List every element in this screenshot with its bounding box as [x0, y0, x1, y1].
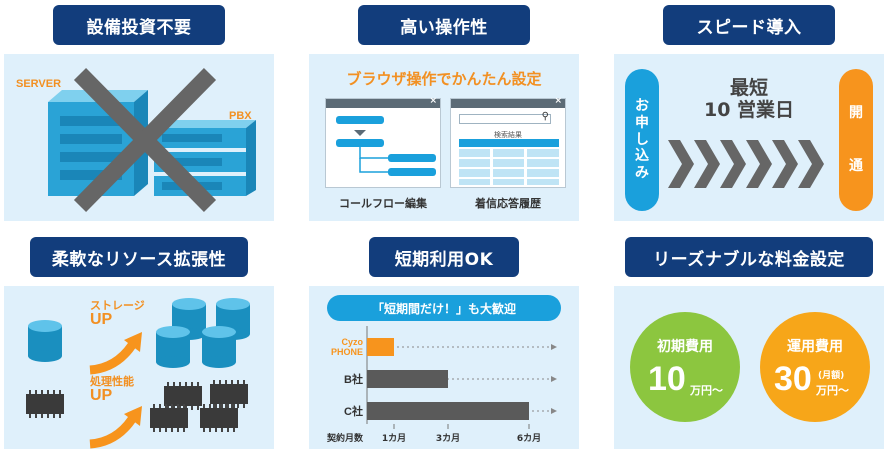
- callflow-diagram: [336, 116, 436, 176]
- storage-large-icon: [156, 298, 250, 368]
- cpu-label-text: 処理性能: [90, 375, 134, 388]
- cpu-up-text: UP: [90, 386, 113, 404]
- storage-label-text: ストレージ: [90, 299, 145, 312]
- running-cost-unit: 万円～: [816, 384, 849, 397]
- open-pill: 開 通: [839, 69, 873, 211]
- usability-banner: ブラウザ操作でかんたん設定: [346, 70, 542, 88]
- initial-cost-title: 初期費用: [657, 339, 713, 355]
- chart-banner: 「短期間だけ！」も大歓迎: [327, 295, 561, 321]
- callflow-window: ×: [325, 96, 441, 188]
- x-tick-label: 3カ月: [436, 433, 460, 444]
- chip-small-icon: [26, 390, 64, 418]
- running-cost-monthly: (月額): [818, 371, 845, 381]
- chevrons-icon: [668, 140, 824, 188]
- close-icon: ×: [554, 96, 562, 106]
- apply-char: 込: [635, 148, 649, 165]
- apply-char: お: [635, 98, 649, 114]
- speed-headline: 最短 10 営業日: [664, 77, 834, 122]
- apply-char: 申: [635, 114, 649, 131]
- arrow-head-icon: [551, 408, 557, 414]
- open-char: 開: [849, 105, 863, 122]
- running-cost-title: 運用費用: [787, 339, 843, 355]
- initial-cost-circle: 初期費用 10 万円～: [630, 312, 740, 422]
- initial-cost-amount: 10: [648, 360, 686, 398]
- category-label: C社: [344, 404, 363, 418]
- window-titlebar: ×: [326, 96, 440, 108]
- initial-cost-unit: 万円～: [690, 384, 723, 397]
- running-cost-circle: 運用費用 30 (月額) 万円～: [760, 312, 870, 422]
- arrow-up-icon: [90, 406, 142, 444]
- pricing-panel: 初期費用 10 万円～ 運用費用 30 (月額) 万円～: [614, 286, 884, 449]
- x-axis-label: 契約月数: [326, 432, 364, 444]
- history-window: × ⚲ 検索結果: [450, 96, 566, 188]
- x-tick-label: 1カ月: [382, 433, 406, 444]
- card-title: 設備投資不要: [53, 5, 225, 45]
- scalability-panel: ストレージ UP 処理性能 UP: [4, 286, 274, 449]
- x-tick-label: 6カ月: [517, 433, 541, 444]
- bar-0: [367, 338, 394, 356]
- pbx-label: PBX: [229, 110, 252, 122]
- search-icon: ⚲: [541, 111, 549, 122]
- arrow-up-icon: [90, 332, 142, 370]
- card-title: 短期利用OK: [369, 237, 519, 277]
- storage-up-label: ストレージ UP: [90, 300, 145, 328]
- bar-1: [367, 370, 448, 388]
- storage-up-text: UP: [90, 310, 113, 328]
- open-char: 通: [849, 158, 863, 175]
- cross-icon: [73, 68, 217, 212]
- headline-line1: 最短: [729, 77, 768, 99]
- history-caption: 着信応答履歴: [475, 197, 541, 210]
- server-label: SERVER: [16, 78, 62, 90]
- speed-panel: お 申 し 込 み 開 通 最短 10 営業日: [614, 54, 884, 221]
- running-cost-amount: 30: [774, 360, 812, 398]
- card-title: スピード導入: [663, 5, 835, 45]
- search-box: ⚲: [459, 111, 551, 124]
- chip-large-icon: [150, 380, 248, 432]
- apply-pill: お 申 し 込 み: [625, 69, 659, 211]
- arrow-head-icon: [551, 344, 557, 350]
- apply-char: し: [635, 131, 649, 148]
- server-illustration: [48, 68, 256, 212]
- window-titlebar: ×: [451, 96, 565, 108]
- close-icon: ×: [429, 96, 437, 106]
- headline-line2: 10 営業日: [703, 98, 795, 121]
- history-table: [459, 139, 559, 185]
- bar-2: [367, 402, 529, 420]
- card-title: 高い操作性: [358, 5, 530, 45]
- card-title: リーズナブルな料金設定: [625, 237, 873, 277]
- arrow-head-icon: [551, 376, 557, 382]
- cpu-up-label: 処理性能 UP: [90, 376, 134, 404]
- storage-small-icon: [28, 320, 62, 362]
- equipment-panel: SERVER PBX: [4, 54, 274, 221]
- usability-panel: ブラウザ操作でかんたん設定 × コールフロー編集 × ⚲ 検索結果: [309, 54, 579, 221]
- apply-char: み: [635, 165, 649, 182]
- resource-illustration: [26, 298, 250, 449]
- card-title: 柔軟なリソース拡張性: [30, 237, 248, 277]
- category-label: B社: [344, 372, 363, 386]
- table-header: 検索結果: [494, 131, 522, 139]
- callflow-caption: コールフロー編集: [339, 197, 427, 210]
